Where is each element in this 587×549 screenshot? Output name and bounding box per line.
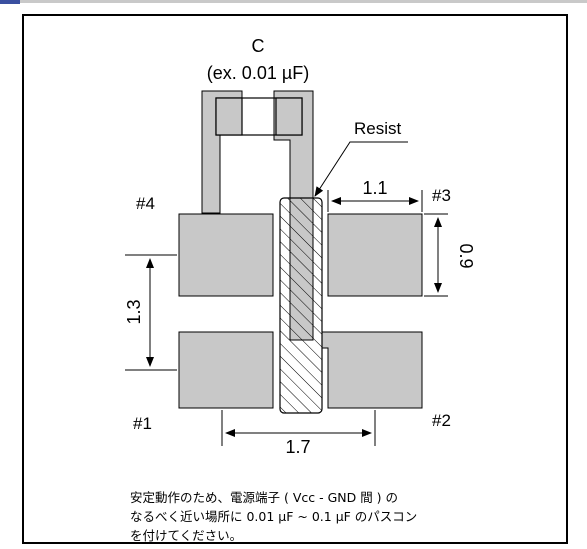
dim-height-label: 0.9 — [456, 243, 476, 268]
dimension-height — [424, 213, 448, 297]
dimension-width — [327, 190, 423, 212]
resist-label: Resist — [354, 119, 402, 138]
dimension-horizontal-pitch — [221, 410, 376, 446]
pad-1 — [178, 331, 274, 409]
dim-vpitch-label: 1.3 — [124, 299, 144, 324]
pad3-label: #3 — [432, 186, 451, 205]
pad4-label: #4 — [136, 194, 155, 213]
resist-leader — [314, 141, 408, 197]
top-strip — [0, 0, 587, 4]
note-line-1: 安定動作のため、電源端子 ( Vcc - GND 間 ) の — [130, 490, 399, 505]
note-line-2: なるべく近い場所に 0.01 µF ~ 0.1 µF のパスコン — [130, 509, 418, 524]
pad-2 — [321, 331, 423, 409]
pad2-label: #2 — [432, 411, 451, 430]
note-text: 安定動作のため、電源端子 ( Vcc - GND 間 ) の なるべく近い場所に… — [130, 488, 560, 545]
dim-width-label: 1.1 — [362, 178, 387, 198]
dimension-vertical-pitch — [125, 254, 177, 371]
resist-area — [279, 197, 323, 414]
pad-4 — [178, 213, 274, 297]
component-name: C — [252, 36, 265, 56]
pad1-label: #1 — [133, 414, 152, 433]
note-line-3: を付けてください。 — [130, 528, 243, 543]
component-example: (ex. 0.01 µF) — [207, 63, 309, 83]
pad-3 — [327, 213, 423, 297]
dim-hpitch-label: 1.7 — [285, 437, 310, 457]
